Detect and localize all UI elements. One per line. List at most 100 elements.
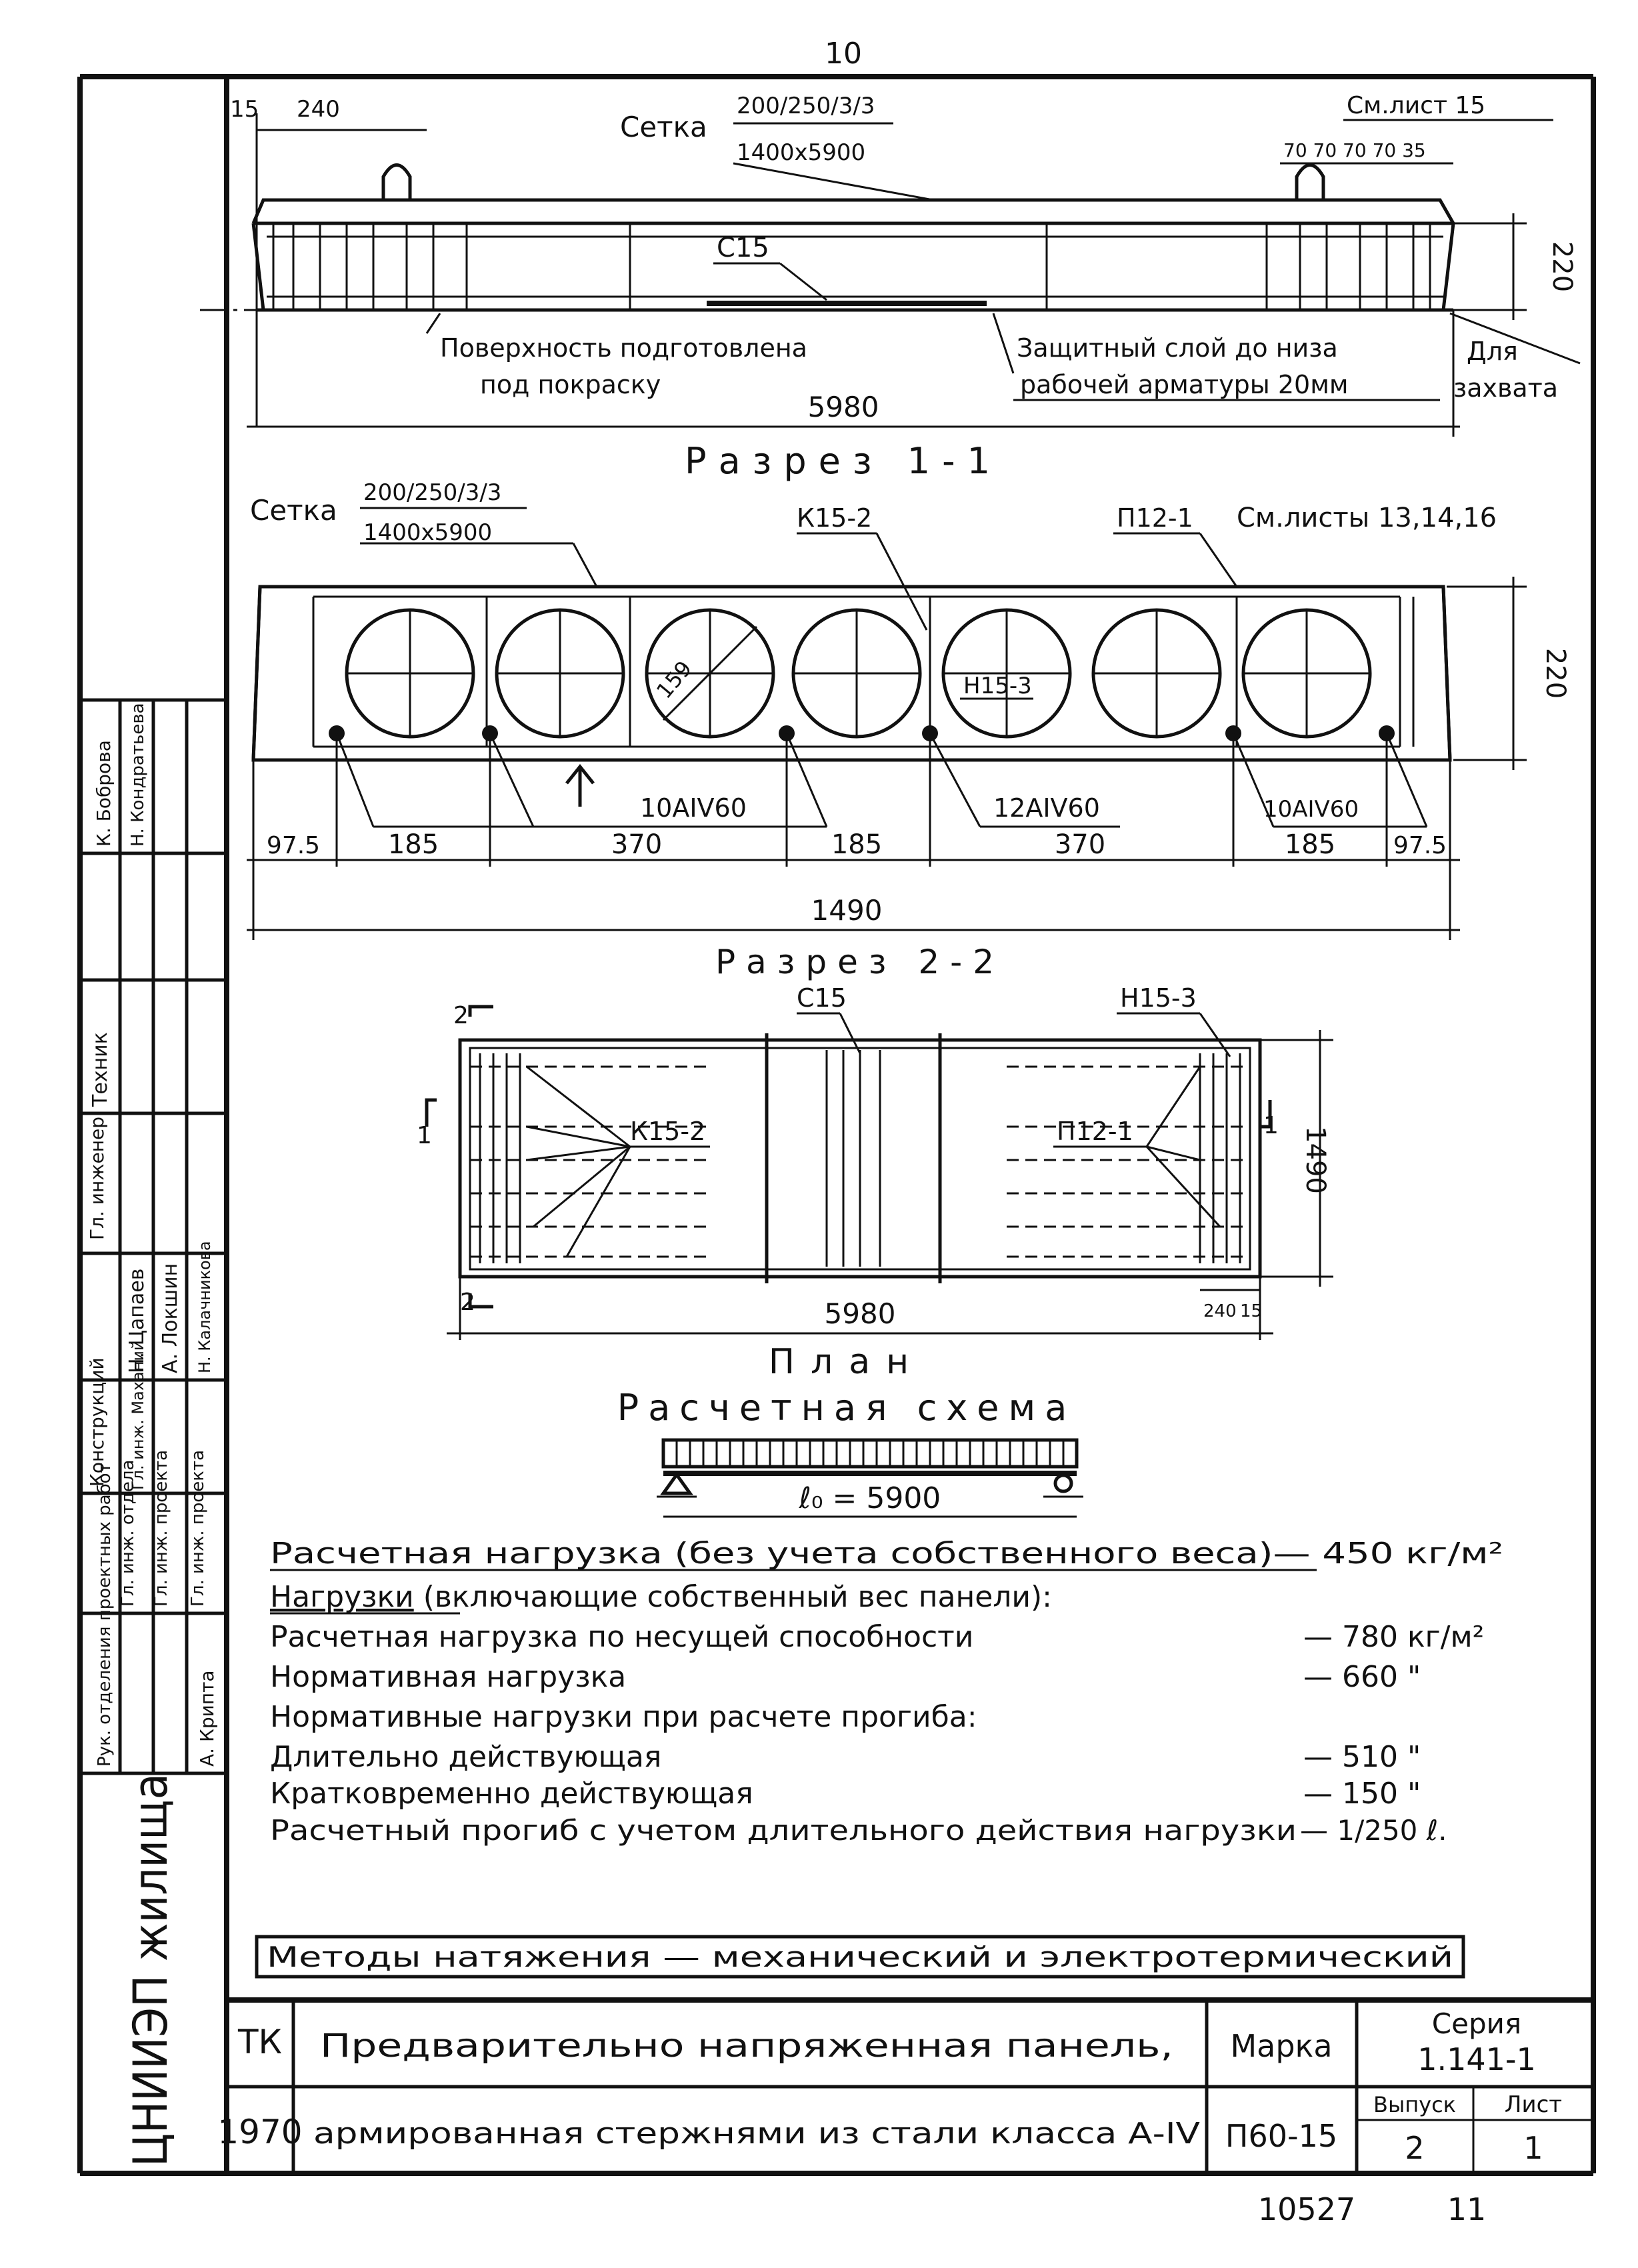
side-stamp: Рук. отделения проектных работ Гл. инж. … bbox=[77, 77, 227, 2173]
elevation-see-sheet: См.лист 15 bbox=[1347, 92, 1485, 119]
title-seria: 1.141-1 bbox=[1417, 2041, 1536, 2077]
stamp-role-2: Гл. инж. проекта bbox=[151, 1450, 171, 1607]
plan-dim-240: 240 bbox=[1203, 1301, 1237, 1321]
load-row-0-value: — 780 кг/м² bbox=[1303, 1620, 1484, 1654]
plan-k15-2: К15-2 bbox=[630, 1117, 705, 1146]
title-block: ТК 1970 Предварительно напряженная панел… bbox=[217, 1997, 1593, 2173]
stamp-role-1: Гл. инж. отдела bbox=[118, 1460, 138, 1607]
calc-scheme: ℓ₀ = 5900 bbox=[657, 1438, 1083, 1518]
section1-mesh-den: 1400х5900 bbox=[363, 519, 492, 546]
scheme-title: Расчетная схема bbox=[617, 1387, 1077, 1429]
section1-mesh-label: Сетка bbox=[250, 494, 337, 527]
section1-dim-1: 185 bbox=[388, 829, 439, 860]
section1-dim-2: 370 bbox=[611, 829, 662, 860]
title-marka: П60-15 bbox=[1225, 2118, 1337, 2154]
plan-mark2-bottom: 2 bbox=[460, 1289, 475, 1316]
stamp-name-1: Н. Цапаев bbox=[125, 1269, 149, 1373]
section1-dim-4: 370 bbox=[1055, 829, 1105, 860]
load-row-3-value: — 510 " bbox=[1303, 1740, 1421, 1774]
plan-h15-3: Н15-3 bbox=[1120, 983, 1197, 1013]
title-marka-label: Марка bbox=[1230, 2028, 1332, 2064]
plan-c15: С15 bbox=[797, 983, 847, 1013]
section1-mesh-num: 200/250/3/3 bbox=[363, 479, 501, 506]
elevation-mesh-den: 1400х5900 bbox=[737, 139, 865, 166]
elevation-h220: 220 bbox=[1547, 241, 1577, 292]
elevation-note-cover-2: рабочей арматуры 20мм bbox=[1020, 370, 1349, 399]
section1-p12-1: П12-1 bbox=[1117, 503, 1193, 533]
stamp-role2-0: Конструкций bbox=[86, 1357, 108, 1487]
section1-total: 1490 bbox=[811, 894, 883, 927]
elevation-note-cover-1: Защитный слой до низа bbox=[1017, 333, 1338, 363]
section1-k15-2: К15-2 bbox=[797, 503, 872, 533]
load-row-5-value: — 1/250 ℓ. bbox=[1300, 1814, 1447, 1847]
elevation-c15: С15 bbox=[717, 233, 769, 263]
section1-rebar-left: 10АIV60 bbox=[640, 793, 747, 823]
section1-see-sheets: См.листы 13,14,16 bbox=[1237, 503, 1497, 533]
stamp-name-4: К. Боброва bbox=[93, 740, 115, 847]
plan-p12-1: П12-1 bbox=[1057, 1117, 1133, 1146]
plan-width: 1490 bbox=[1300, 1126, 1331, 1194]
load-row-4-label: Кратковременно действующая bbox=[270, 1777, 753, 1811]
title-vypusk: 2 bbox=[1405, 2130, 1424, 2166]
load-line2-head: Нагрузки bbox=[270, 1580, 414, 1614]
stamp-name-0: А. Крипта bbox=[196, 1670, 218, 1767]
elevation-note-surface-1: Поверхность подготовлена bbox=[440, 333, 807, 363]
stamp-role2-2: Техник bbox=[89, 1032, 112, 1107]
load-row-1-label: Нормативная нагрузка bbox=[270, 1660, 626, 1694]
section1-h15-3: Н15-3 bbox=[963, 673, 1032, 699]
load-line1: Расчетная нагрузка (без учета собственно… bbox=[270, 1537, 1503, 1571]
section1-dim-6: 97.5 bbox=[1393, 832, 1447, 859]
section1-h220: 220 bbox=[1540, 648, 1571, 699]
load-row-1-value: — 660 " bbox=[1303, 1660, 1421, 1694]
load-row-5-label: Расчетный прогиб с учетом длительного де… bbox=[270, 1814, 1297, 1847]
stamp-org-logo: ЦНИИЭП жилища bbox=[123, 1773, 178, 2167]
page-number: 10 bbox=[825, 37, 862, 71]
elevation-note-surface-2: под покраску bbox=[480, 370, 661, 399]
stamp-role2-1: Гл. инженер bbox=[86, 1117, 108, 1240]
footer-number-left: 10527 bbox=[1258, 2191, 1355, 2227]
stamp-extra: Гл. инж. Маханий bbox=[129, 1340, 147, 1490]
loads-block: Расчетная нагрузка (без учета собственно… bbox=[255, 1537, 1503, 1979]
elevation-length: 5980 bbox=[808, 391, 879, 423]
title-seria-label: Серия bbox=[1432, 2007, 1521, 2040]
elevation-mesh-label: Сетка bbox=[620, 111, 707, 143]
section1-dim-3: 185 bbox=[831, 829, 882, 860]
stamp-role-0: Рук. отделения проектных работ bbox=[95, 1463, 115, 1767]
stamp-role-3: Гл. инж. проекта bbox=[188, 1450, 208, 1607]
plan-mark1-right: 1 bbox=[1263, 1112, 1279, 1139]
section1-dim-5: 185 bbox=[1285, 829, 1335, 860]
load-row-4-value: — 150 " bbox=[1303, 1777, 1421, 1811]
section-2-title: Разрез 2-2 bbox=[715, 943, 1005, 981]
plan-length: 5980 bbox=[825, 1297, 896, 1330]
elevation-dim-small: 70 70 70 70 35 bbox=[1283, 139, 1426, 161]
title-year: 1970 bbox=[217, 2113, 302, 2151]
plan-mark1-left: 1 bbox=[417, 1122, 432, 1149]
elevation-mesh-num: 200/250/3/3 bbox=[737, 93, 875, 119]
svg-text:Нагрузки (включающие собственн: Нагрузки (включающие собственный вес пан… bbox=[270, 1580, 1052, 1614]
section-1-1: Сетка 200/250/3/3 1400х5900 К15-2 П12-1 … bbox=[247, 479, 1571, 940]
load-methods: Методы натяжения — механический и электр… bbox=[267, 1941, 1453, 1973]
load-row-2-label: Нормативные нагрузки при расчете прогиба… bbox=[270, 1700, 977, 1734]
plan-title: План bbox=[769, 1342, 925, 1382]
load-row-3-label: Длительно действующая bbox=[270, 1740, 661, 1774]
elevation-view: 15 240 Сетка 200/250/3/3 1400х5900 См.ли… bbox=[200, 92, 1581, 437]
section1-dia: 159 bbox=[651, 656, 697, 703]
title-list-label: Лист bbox=[1505, 2091, 1562, 2118]
title-list: 1 bbox=[1523, 2130, 1543, 2166]
title-vypusk-label: Выпуск bbox=[1373, 2092, 1456, 2117]
scheme-span: ℓ₀ = 5900 bbox=[799, 1481, 941, 1515]
plan-view: 2 С15 Н15-3 bbox=[417, 983, 1333, 1340]
title-line2: армированная стержнями из стали класса А… bbox=[313, 2117, 1200, 2151]
section-1-title: Разрез 1-1 bbox=[685, 440, 1002, 482]
elevation-dim-15: 15 bbox=[230, 96, 259, 123]
elevation-dim-240: 240 bbox=[297, 96, 340, 123]
stamp-name-2: А. Локшин bbox=[159, 1263, 182, 1373]
section1-dim-0: 97.5 bbox=[267, 832, 320, 859]
plan-dim-15: 15 bbox=[1240, 1301, 1262, 1321]
load-row-0-label: Расчетная нагрузка по несущей способност… bbox=[270, 1620, 973, 1654]
title-line1: Предварительно напряженная панель, bbox=[320, 2027, 1173, 2065]
elevation-note-grip-2: захвата bbox=[1453, 373, 1558, 403]
drawing-frame bbox=[80, 74, 1596, 2176]
elevation-note-grip-1: Для bbox=[1467, 337, 1518, 366]
stamp-name-5: Н. Кондратьева bbox=[128, 703, 148, 847]
